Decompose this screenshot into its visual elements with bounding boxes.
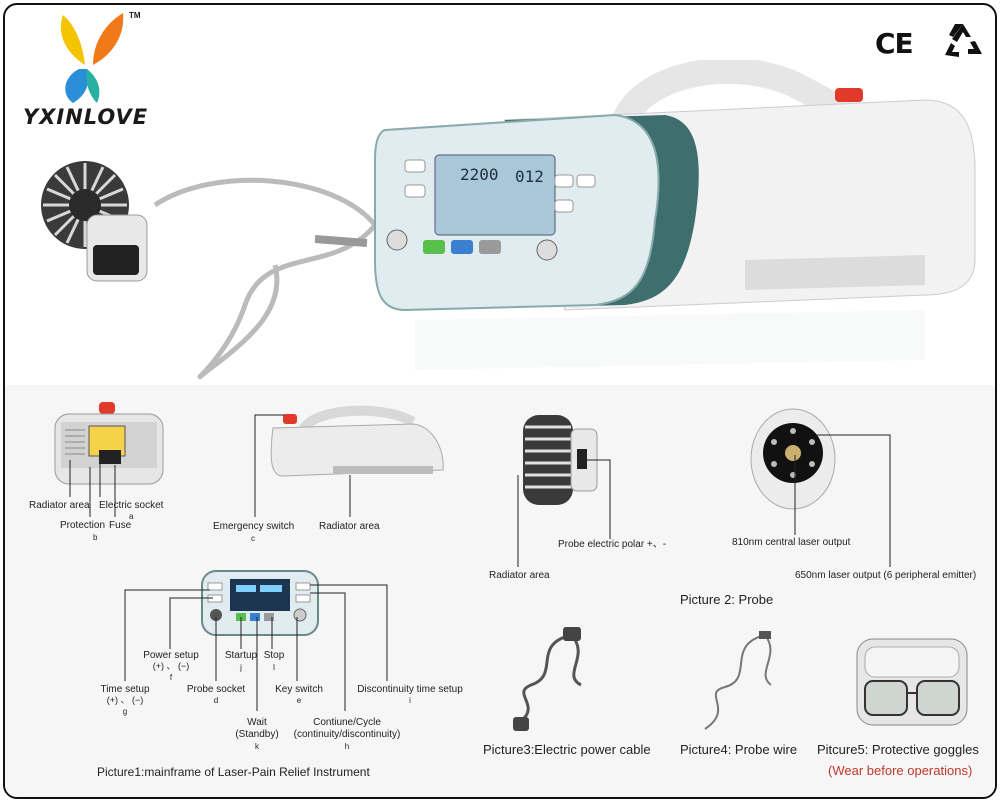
page-frame: TM YXINLOVE CE 2200 012 xyxy=(3,3,997,799)
trademark-mark: TM xyxy=(129,11,141,20)
front-panel-leader-lines xyxy=(124,584,388,711)
recycle-icon xyxy=(945,24,982,57)
back-view-leader-lines xyxy=(69,460,116,517)
picture3-caption: Picture3:Electric power cable xyxy=(483,742,651,757)
picture2-caption: Picture 2: Probe xyxy=(680,592,774,607)
label-electric-socket-letter: a xyxy=(129,512,134,521)
label-probe-electric-polar: Probe electric polar +、- xyxy=(558,539,667,550)
label-startup-letter: j xyxy=(240,663,242,672)
side-view-leader-lines xyxy=(254,414,351,517)
probe-wire-image xyxy=(704,631,772,730)
label-emergency-switch-letter: c xyxy=(251,534,255,543)
brand-logo-icon xyxy=(60,13,124,103)
picture4-caption: Picture4: Probe wire xyxy=(680,742,798,757)
label-startup: Startup xyxy=(224,650,258,661)
label-electric-socket: Electric socket xyxy=(99,500,164,511)
device-back-view-image xyxy=(54,402,164,485)
label-key-switch-letter: e xyxy=(296,696,302,705)
label-wait: Wait xyxy=(247,717,267,728)
label-probe-socket-letter: d xyxy=(213,696,219,705)
label-emergency-switch: Emergency switch xyxy=(213,521,295,532)
label-protection-fuse-letter: b xyxy=(93,533,98,542)
label-discontinuity-time-setup: Discontinuity time setup xyxy=(357,684,463,695)
label-protection: Protection xyxy=(60,520,106,531)
label-radiator-area-side: Radiator area xyxy=(319,521,380,532)
probe-head-image xyxy=(41,161,148,282)
label-probe-socket: Probe socket xyxy=(186,684,246,695)
label-central-laser-output: 810nm central laser output xyxy=(732,537,851,548)
label-probe-radiator-area: Radiator area xyxy=(489,570,550,581)
goggles-image xyxy=(856,638,968,726)
picture5-note: (Wear before operations) xyxy=(828,763,973,778)
device-side-view-image xyxy=(270,405,444,477)
label-continue-cycle-sub: (continuity/discontinuity) xyxy=(293,729,401,740)
label-radiator-area-back: Radiator area xyxy=(29,500,90,511)
device-main-image: 2200 012 xyxy=(374,60,976,370)
label-time-setup-symbols: (+) 、 (−) xyxy=(106,695,144,705)
label-power-setup: Power setup xyxy=(143,650,199,661)
label-discontinuity-letter: i xyxy=(409,696,411,705)
label-key-switch: Key switch xyxy=(275,684,323,695)
hero-display-power: 2200 xyxy=(460,165,499,184)
probe-front-leader-lines xyxy=(794,434,891,567)
label-peripheral-laser-output: 650nm laser output (6 peripheral emitter… xyxy=(795,570,977,581)
label-fuse: Fuse xyxy=(109,520,132,531)
probe-front-image xyxy=(750,408,836,510)
label-stop-letter: l xyxy=(273,663,275,672)
probe-cable-image xyxy=(153,177,377,380)
probe-side-leader-lines xyxy=(517,459,611,567)
label-continue-cycle-letter: h xyxy=(344,742,350,751)
label-wait-sub: (Standby) xyxy=(235,729,279,740)
label-stop: Stop xyxy=(263,650,285,661)
power-cable-image xyxy=(513,627,582,731)
ce-mark: CE xyxy=(875,27,914,60)
label-continue-cycle: Contiune/Cycle xyxy=(313,717,381,728)
label-wait-letter: k xyxy=(255,742,259,751)
label-time-setup-letter: g xyxy=(122,707,128,716)
picture5-caption: Pitcure5: Protective goggles xyxy=(817,742,979,757)
brand-name: YXINLOVE xyxy=(23,105,149,129)
picture1-caption: Picture1:mainframe of Laser-Pain Relief … xyxy=(97,765,370,779)
hero-display-time: 012 xyxy=(515,167,544,186)
label-power-setup-symbols: (+) 、 (−) xyxy=(152,661,190,671)
label-power-setup-letter: f xyxy=(169,673,173,682)
label-time-setup: Time setup xyxy=(100,684,150,695)
